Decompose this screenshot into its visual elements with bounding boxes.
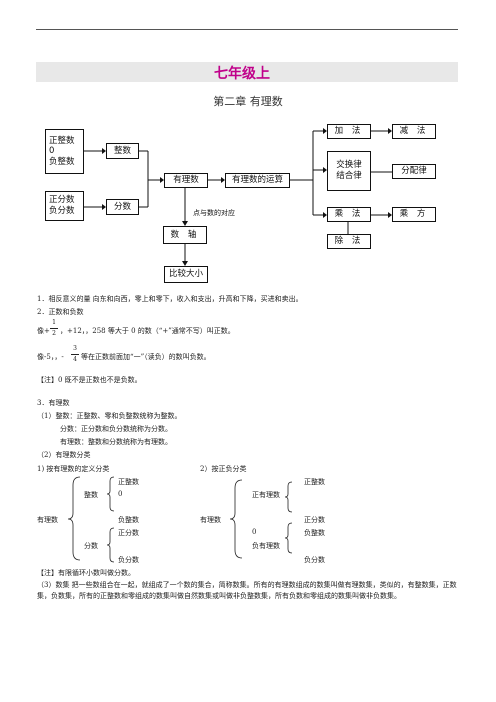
box-fraction: 分数	[106, 199, 139, 215]
item-2-line-1-b: ，+12，，258 等大于 0 的数（“+”通常不写）叫正数。	[60, 327, 235, 335]
item-1: 1．相反意义的量 向东和向西，零上和零下，收入和支出，升高和下降，买进和卖出。	[37, 295, 303, 303]
item-2-line-2-b: 等在正数前面加“一”（读负）的数叫负数。	[81, 353, 211, 361]
c2-positive-rational: 正有理数	[252, 491, 280, 499]
header-rule	[36, 29, 458, 30]
c1-root: 有理数	[37, 516, 58, 524]
box-addition: 加 法	[327, 124, 371, 139]
fraction-numerator: 3	[73, 345, 77, 352]
c2-negative-fraction: 负分数	[304, 556, 325, 564]
c1-negative-integer: 负整数	[118, 516, 139, 524]
note-1: 【注】0 既不是正数也不是负数。	[37, 376, 142, 384]
box-division: 除 法	[327, 234, 371, 249]
fraction-bar	[71, 354, 79, 355]
classification-2-title: 2）按正负分类	[200, 465, 247, 473]
item-3-heading: 3．有理数	[37, 399, 70, 407]
item-3-1: （1）整数：正整数、零和负整数统称为整数。	[37, 412, 182, 420]
box-integer: 整数	[106, 143, 139, 159]
box-number-axis: 数 轴	[163, 226, 207, 244]
fraction-bar	[50, 328, 58, 329]
label-point-correspondence: 点与数的对应	[193, 209, 235, 217]
box-fraction-members: 正分数 负分数	[45, 191, 84, 221]
box-subtraction: 减 法	[392, 124, 436, 139]
c2-negative-integer: 负整数	[304, 529, 325, 537]
item-3-2: （2）有理数分类	[37, 451, 91, 459]
c2-root: 有理数	[200, 516, 221, 524]
fraction-denominator: 4	[73, 356, 77, 363]
item-3-1c: 有理数：整数和分数统称为有理数。	[60, 438, 172, 446]
c1-zero: 0	[118, 490, 123, 498]
chapter-title: 第二章 有理数	[213, 95, 283, 108]
box-operations: 有理数的运算	[225, 173, 290, 188]
classification-1-title: 1) 按有理数的定义分类	[37, 465, 110, 473]
c2-positive-integer: 正整数	[304, 478, 325, 486]
box-distributive: 分配律	[392, 164, 436, 179]
item-2-line-2-a: 像-5，，-	[37, 353, 64, 361]
box-integer-members: 正整数 0 负整数	[45, 129, 84, 174]
title-band: 七年级上	[36, 62, 458, 82]
box-power: 乘 方	[392, 207, 436, 222]
box-rational: 有理数	[164, 173, 208, 188]
item-3-3: （3）数集 把一些数组合在一起，就组成了一个数的集合，简称数集。所有的有理数组成…	[37, 581, 457, 600]
item-3-1b: 分数：正分数和负分数统称为分数。	[60, 425, 172, 433]
c1-integer: 整数	[84, 491, 98, 499]
note-2: 【注】有限循环小数叫做分数。	[37, 569, 135, 577]
c1-fraction: 分数	[84, 542, 98, 550]
fraction-numerator: 1	[52, 319, 56, 326]
page-title: 七年级上	[214, 66, 270, 82]
c2-zero: 0	[252, 528, 257, 536]
item-2-line-1-a: 像+	[37, 327, 50, 335]
box-compare: 比较大小	[164, 266, 208, 283]
fraction-denominator: 2	[52, 330, 56, 337]
c1-negative-fraction: 负分数	[118, 556, 139, 564]
c2-negative-rational: 负有理数	[252, 542, 280, 550]
item-2-heading: 2．正数和负数	[37, 308, 84, 316]
c2-positive-fraction: 正分数	[304, 516, 325, 524]
c1-positive-integer: 正整数	[118, 478, 139, 486]
box-multiplication: 乘 法	[327, 207, 371, 222]
c1-positive-fraction: 正分数	[118, 529, 139, 537]
box-laws: 交换律 结合律	[327, 151, 371, 191]
